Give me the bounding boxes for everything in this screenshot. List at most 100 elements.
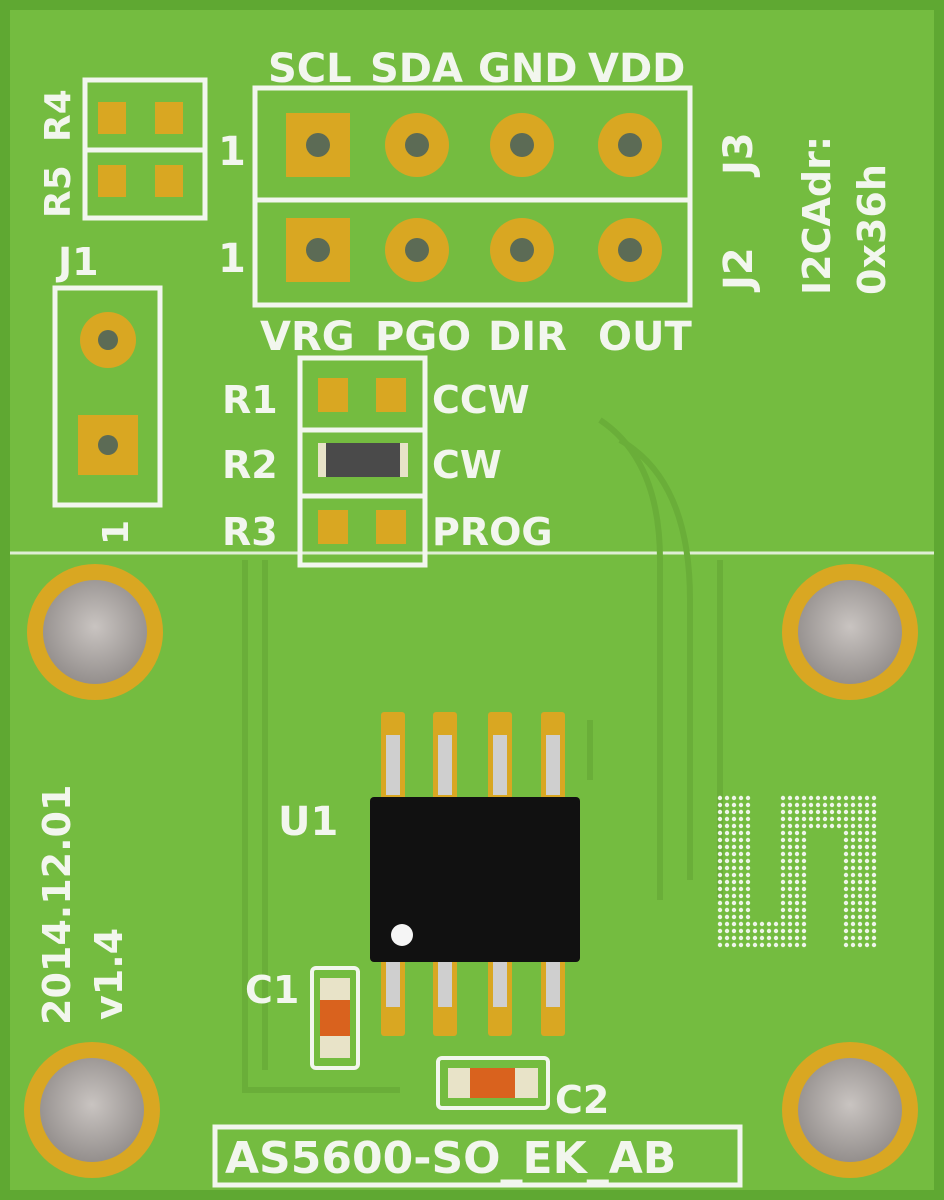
logo-dot <box>836 816 842 822</box>
logo-dot <box>780 907 786 913</box>
logo-dot <box>850 865 856 871</box>
logo-dot <box>717 893 723 899</box>
logo-dot <box>843 844 849 850</box>
logo-dot <box>850 816 856 822</box>
logo-dot <box>857 914 863 920</box>
chip-pin-lead <box>546 735 560 795</box>
logo-dot <box>871 858 877 864</box>
i2c-address-value: 0x36h <box>850 164 894 295</box>
logo-dot <box>780 830 786 836</box>
logo-dot <box>808 809 814 815</box>
logo-dot <box>801 900 807 906</box>
logo-dot <box>864 795 870 801</box>
logo-dot <box>850 844 856 850</box>
pad-hole <box>405 238 429 262</box>
logo-dot <box>843 914 849 920</box>
logo-dot <box>843 816 849 822</box>
j2-pin-label: PGO <box>375 314 471 360</box>
logo-dot <box>850 886 856 892</box>
logo-dot <box>745 830 751 836</box>
logo-dot <box>724 837 730 843</box>
logo-dot <box>780 802 786 808</box>
logo-dot <box>731 858 737 864</box>
logo-dot <box>857 858 863 864</box>
logo-dot <box>766 935 772 941</box>
logo-dot <box>801 795 807 801</box>
logo-dot <box>850 900 856 906</box>
logo-dot <box>731 830 737 836</box>
logo-dot <box>724 865 730 871</box>
logo-dot <box>780 823 786 829</box>
logo-dot <box>864 907 870 913</box>
logo-dot <box>794 935 800 941</box>
logo-dot <box>794 837 800 843</box>
logo-dot <box>738 816 744 822</box>
logo-dot <box>724 893 730 899</box>
logo-dot <box>794 886 800 892</box>
logo-dot <box>731 809 737 815</box>
j3-pin-label: SCL <box>268 46 352 92</box>
logo-dot <box>843 900 849 906</box>
logo-dot <box>871 830 877 836</box>
mounting-hole <box>27 564 163 700</box>
logo-dot <box>724 886 730 892</box>
logo-dot <box>801 921 807 927</box>
chip-pin-lead <box>386 735 400 795</box>
logo-dot <box>724 921 730 927</box>
logo-dot <box>745 823 751 829</box>
pin1-marker: 1 <box>218 236 246 282</box>
logo-dot <box>801 907 807 913</box>
logo-dot <box>794 809 800 815</box>
logo-dot <box>766 921 772 927</box>
logo-dot <box>794 844 800 850</box>
logo-dot <box>871 851 877 857</box>
logo-dot <box>717 795 723 801</box>
logo-dot <box>787 914 793 920</box>
logo-dot <box>759 942 765 948</box>
c2-label: C2 <box>555 1078 609 1122</box>
logo-dot <box>843 802 849 808</box>
logo-dot <box>871 921 877 927</box>
logo-dot <box>843 823 849 829</box>
logo-dot <box>724 816 730 822</box>
logo-dot <box>801 914 807 920</box>
logo-dot <box>731 865 737 871</box>
logo-dot <box>724 851 730 857</box>
logo-dot <box>857 942 863 948</box>
logo-dot <box>738 921 744 927</box>
logo-dot <box>752 921 758 927</box>
logo-dot <box>752 935 758 941</box>
logo-dot <box>801 886 807 892</box>
logo-dot <box>738 851 744 857</box>
logo-dot <box>857 837 863 843</box>
logo-dot <box>871 914 877 920</box>
logo-dot <box>717 844 723 850</box>
logo-dot <box>843 942 849 948</box>
logo-dot <box>717 837 723 843</box>
logo-dot <box>850 914 856 920</box>
logo-dot <box>801 816 807 822</box>
logo-dot <box>857 809 863 815</box>
resistors-r1-r3: R1 R2 R3 CCW CW PROG <box>222 355 553 568</box>
r2-label: R2 <box>222 443 278 487</box>
logo-dot <box>780 858 786 864</box>
logo-dot <box>717 865 723 871</box>
logo-dot <box>864 914 870 920</box>
logo-dot <box>857 851 863 857</box>
logo-dot <box>794 858 800 864</box>
u1-label: U1 <box>278 799 338 845</box>
logo-dot <box>850 921 856 927</box>
logo-dot <box>724 823 730 829</box>
logo-dot <box>787 823 793 829</box>
logo-dot <box>745 858 751 864</box>
logo-dot <box>822 809 828 815</box>
logo-dot <box>717 830 723 836</box>
logo-dot <box>745 886 751 892</box>
logo-dot <box>864 872 870 878</box>
logo-dot <box>801 823 807 829</box>
r4-label: R4 <box>38 89 79 142</box>
logo-dot <box>738 914 744 920</box>
logo-dot <box>738 879 744 885</box>
logo-dot <box>738 844 744 850</box>
